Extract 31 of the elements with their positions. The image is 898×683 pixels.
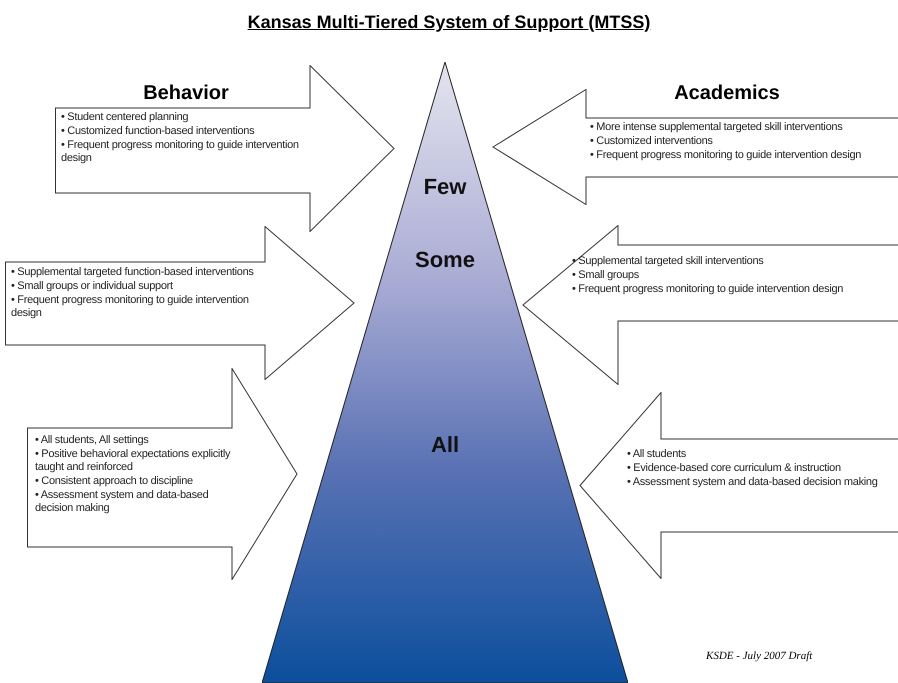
bullet-text: • Supplemental targeted function-based interventions xyxy=(11,266,255,279)
column-heading: Academics xyxy=(673,82,781,105)
pointer-callout-box xyxy=(55,65,395,232)
tier-label: All xyxy=(430,432,460,458)
bullet-text: • Positive behavioral expectations explicitly taught and reinforced xyxy=(35,448,231,474)
pointer-callout-box xyxy=(5,226,355,380)
bullet-text: • Small groups xyxy=(572,269,640,282)
tier-label: Few xyxy=(424,174,466,200)
pointer-callout-box xyxy=(579,392,898,579)
bullet-text: • Small groups or individual support xyxy=(11,280,174,293)
bullet-text: • Consistent approach to discipline xyxy=(35,475,194,488)
diagram-title: Kansas Multi-Tiered System of Support (MTSS) xyxy=(246,12,652,33)
bullet-text: • Assessment system and data-based decision making xyxy=(627,476,879,489)
bullet-text: • Supplemental targeted skill interventions xyxy=(572,255,765,268)
pointer-callout-box xyxy=(522,225,898,385)
bullet-text: • Customized function-based interventions xyxy=(61,125,256,138)
tier-label: Some xyxy=(415,247,475,273)
pointer-callout-box xyxy=(27,368,298,580)
bullet-text: • Frequent progress monitoring to guide intervention design xyxy=(11,294,250,320)
column-heading: Behavior xyxy=(142,82,230,105)
draft-note: KSDE - July 2007 Draft xyxy=(706,650,812,662)
bullet-text: • More intense supplemental targeted skill interventions xyxy=(590,121,844,134)
bullet-text: • Frequent progress monitoring to guide intervention design xyxy=(61,139,300,165)
bullet-text: • Evidence-based core curriculum & instruction xyxy=(627,462,842,475)
bullet-text: • Frequent progress monitoring to guide intervention design xyxy=(590,149,862,162)
bullet-text: • All students, All settings xyxy=(35,434,150,447)
bullet-text: • Customized interventions xyxy=(590,135,714,148)
bullet-text: • Student centered planning xyxy=(61,111,190,124)
bullet-text: • All students xyxy=(627,448,687,461)
bullet-text: • Frequent progress monitoring to guide intervention design xyxy=(572,283,844,296)
bullet-text: • Assessment system and data-based decision making xyxy=(35,489,210,515)
